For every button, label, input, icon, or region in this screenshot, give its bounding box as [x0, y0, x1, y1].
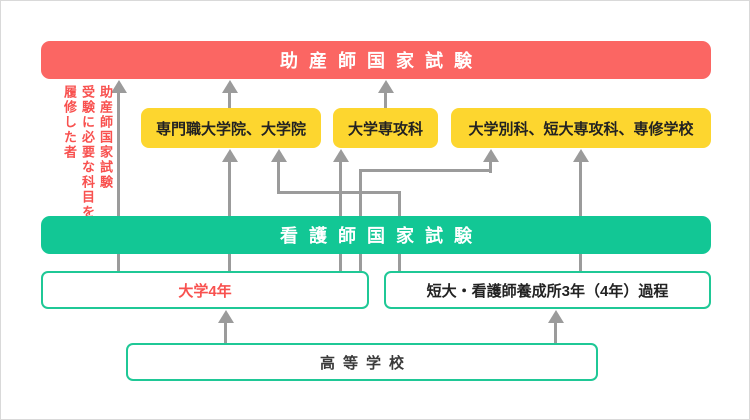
arrowhead-up-icon [271, 149, 287, 162]
grad-school-label: 専門職大学院、大学院 [155, 120, 306, 138]
university-program-label: 大学4年 [178, 282, 232, 300]
arrowhead-up-icon [483, 149, 499, 162]
grad-school-box: 専門職大学院、大学院 [141, 108, 321, 148]
arrowhead-up-icon [378, 80, 394, 93]
connector-line [228, 162, 231, 216]
connector-line [359, 169, 492, 172]
university-program-box: 大学4年 [41, 271, 369, 309]
junior-college-program-box: 短大・看護師養成所3年（4年）過程 [384, 271, 711, 309]
midwife-national-exam-label: 助産師国家試験 [280, 51, 483, 71]
high-school-box: 高等学校 [126, 343, 598, 381]
arrowhead-up-icon [218, 310, 234, 323]
arrowhead-up-icon [111, 80, 127, 93]
other-midwife-courses-box: 大学別科、短大専攻科、専修学校 [451, 108, 711, 148]
connector-line [277, 191, 401, 194]
connector-line [277, 162, 280, 193]
connector-line [398, 193, 401, 216]
junior-college-program-label: 短大・看護師養成所3年（4年）過程 [426, 282, 669, 300]
nurse-national-exam-banner: 看護師国家試験 [41, 216, 711, 254]
arrowhead-up-icon [333, 149, 349, 162]
univ-advanced-course-label: 大学専攻科 [347, 120, 423, 138]
connector-line [117, 93, 120, 216]
connector-line [579, 162, 582, 216]
connector-line [579, 254, 582, 271]
arrowhead-up-icon [573, 149, 589, 162]
arrowhead-up-icon [222, 80, 238, 93]
connector-line [224, 323, 227, 343]
nurse-national-exam-label: 看護師国家試験 [280, 226, 483, 246]
arrowhead-up-icon [222, 149, 238, 162]
exam-eligibility-note: 助産師国家試験 受験に必要な科目を 履修した者 [58, 85, 114, 265]
high-school-label: 高等学校 [319, 354, 412, 372]
exam-eligibility-note-line-1: 助産師国家試験 [98, 85, 113, 190]
arrowhead-up-icon [548, 310, 564, 323]
connector-line [359, 254, 362, 271]
connector-line [228, 254, 231, 271]
exam-eligibility-note-line-2: 受験に必要な科目を [80, 85, 95, 220]
connector-line [398, 254, 401, 271]
other-midwife-courses-label: 大学別科、短大専攻科、専修学校 [468, 120, 694, 138]
midwife-national-exam-banner: 助産師国家試験 [41, 41, 711, 79]
univ-advanced-course-box: 大学専攻科 [333, 108, 438, 148]
connector-line [554, 323, 557, 343]
connector-line [384, 93, 387, 108]
connector-line [339, 254, 342, 271]
exam-eligibility-note-line-3: 履修した者 [62, 85, 77, 160]
connector-line [117, 254, 120, 271]
connector-line [489, 162, 492, 173]
connector-line [339, 162, 342, 216]
connector-line [228, 93, 231, 108]
